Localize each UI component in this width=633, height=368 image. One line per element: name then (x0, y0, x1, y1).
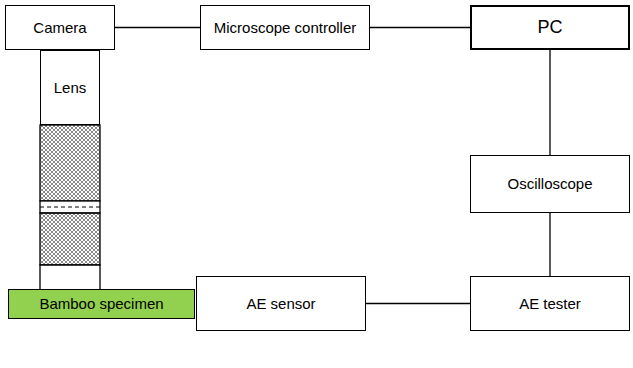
sensor-box: AE sensor (196, 276, 366, 331)
oscilloscope-box: Oscilloscope (470, 155, 630, 213)
node-label: Lens (54, 79, 87, 96)
connector-line (366, 303, 470, 304)
connector-line (115, 27, 200, 28)
knurled-ring (40, 125, 100, 201)
lens-band-line (40, 207, 100, 208)
knurled-ring (40, 213, 100, 265)
controller-box: Microscope controller (200, 5, 370, 50)
node-label: AE tester (519, 295, 581, 312)
connector-line (549, 213, 550, 276)
node-label: Camera (33, 19, 86, 36)
camera-box: Camera (5, 5, 115, 50)
lens-band (40, 201, 100, 213)
node-label: Microscope controller (214, 19, 357, 36)
lens-box: Lens (40, 50, 100, 125)
node-label: PC (537, 17, 562, 38)
specimen-box: Bamboo specimen (8, 289, 195, 319)
node-label: AE sensor (246, 295, 315, 312)
connector-line (549, 50, 550, 155)
tester-box: AE tester (470, 276, 630, 331)
connector-line (370, 27, 470, 28)
pc-box: PC (470, 5, 630, 50)
node-label: Bamboo specimen (39, 295, 163, 312)
node-label: Oscilloscope (507, 175, 592, 192)
